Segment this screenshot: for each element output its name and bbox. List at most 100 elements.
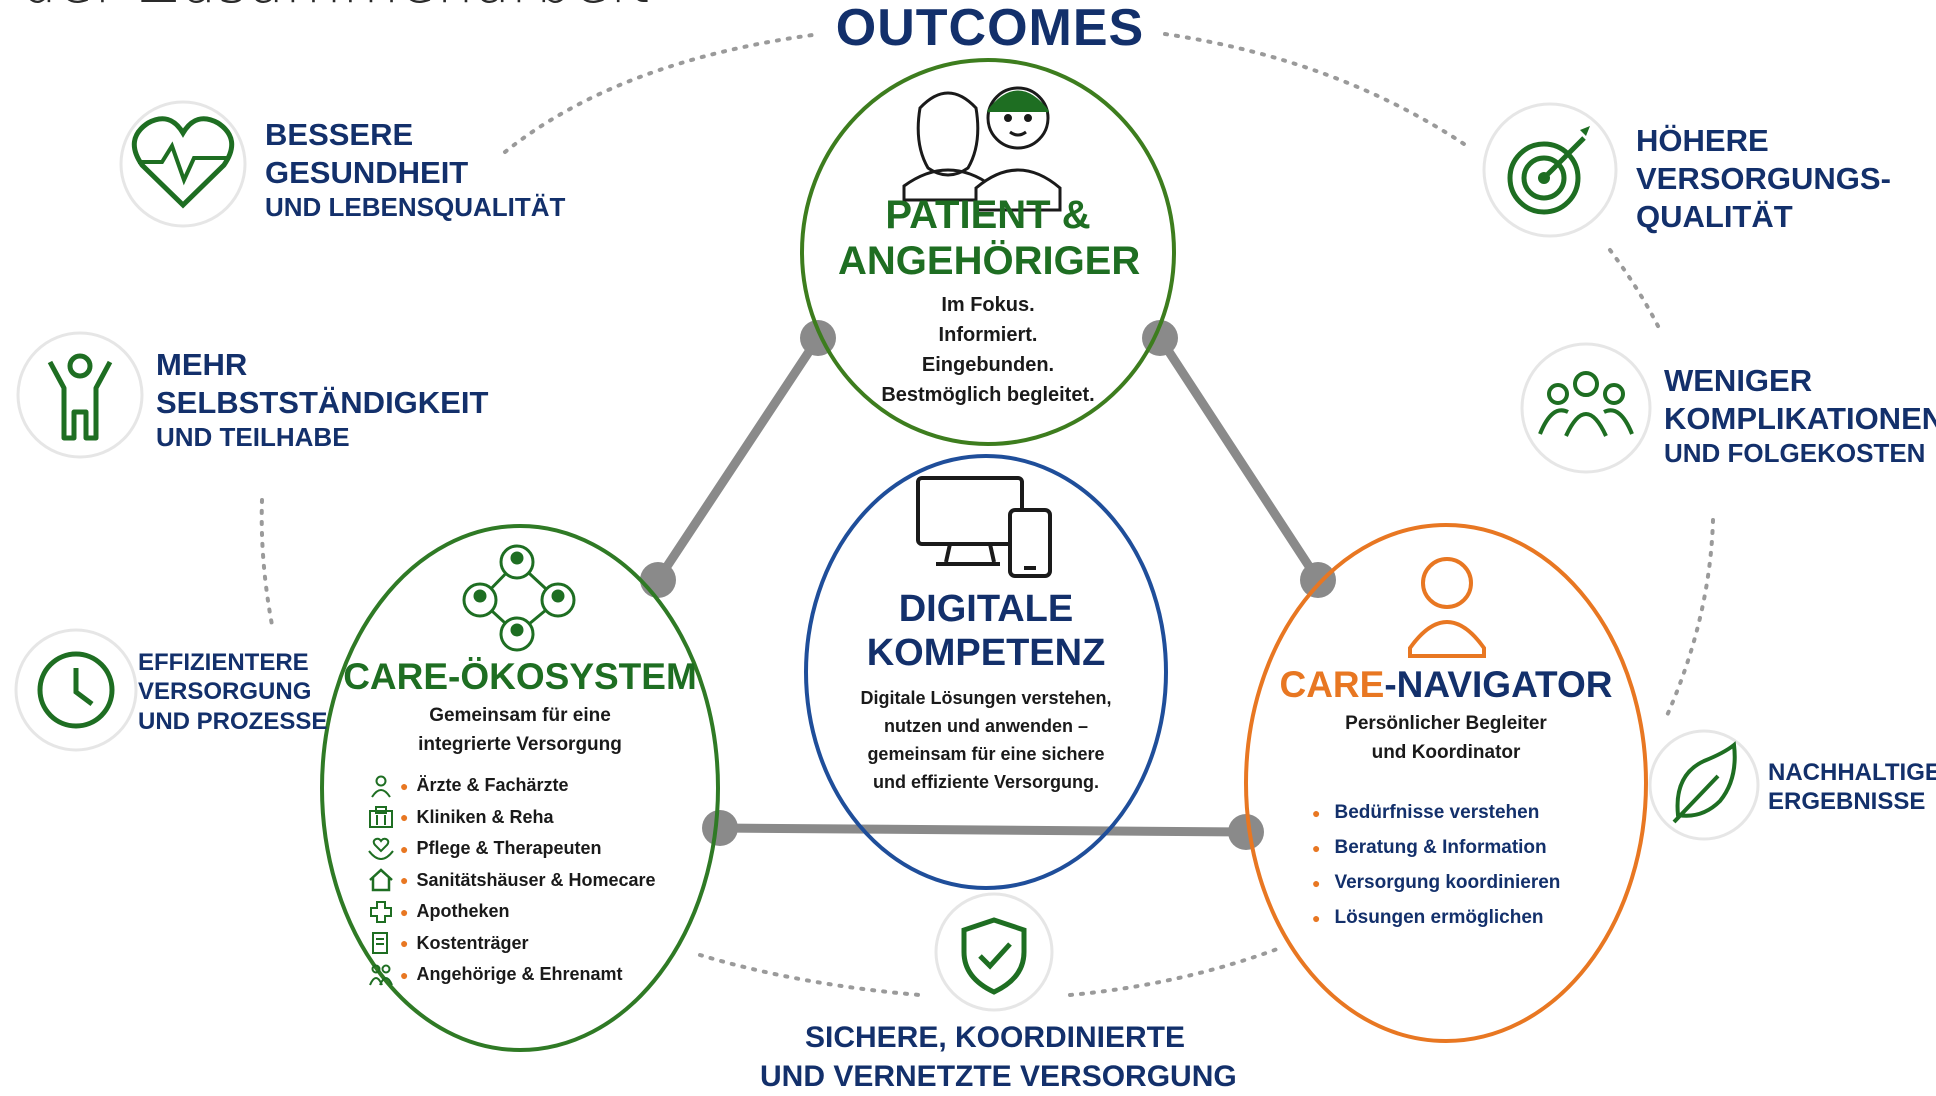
navigator-title: CARE-NAVIGATOR	[1266, 664, 1626, 706]
digital-block: DIGITALE KOMPETENZ Digitale Lösungen ver…	[836, 588, 1136, 797]
navigator-sub-line: Persönlicher Begleiter	[1345, 713, 1547, 734]
outcome-health-line3: UND LEBENSQUALITÄT	[265, 191, 566, 222]
bullet-dot: ●	[400, 966, 409, 983]
ecosystem-list: ● Ärzte & Fachärzte ● Kliniken & Reha ● …	[366, 770, 656, 991]
ecosystem-circle	[320, 524, 720, 1052]
family-icon	[366, 963, 396, 987]
list-item-label: Kliniken & Reha	[416, 806, 554, 827]
shield-check-icon	[934, 892, 1054, 1012]
ecosystem-sub-line: integrierte Versorgung	[418, 733, 622, 755]
list-item: ● Apotheken	[366, 896, 656, 928]
outcome-efficiency: EFFIZIENTERE VERSORGUNG UND PROZESSE	[138, 648, 327, 736]
hospital-icon	[366, 805, 396, 829]
list-item-label: Versorgung koordinieren	[1334, 871, 1561, 893]
list-item: ● Versorgung koordinieren	[1312, 865, 1560, 900]
list-item-label: Kostenträger	[416, 932, 529, 953]
list-item-label: Pflege & Therapeuten	[416, 838, 602, 859]
bullet-dot: ●	[1312, 839, 1321, 856]
bottom-label-line1: SICHERE, KOORDINIERTE	[804, 1021, 1186, 1054]
triangle-connectors	[653, 333, 1323, 837]
patient-subtext: Im Fokus. Informiert. Eingebunden. Bestm…	[838, 290, 1138, 410]
outcome-complications-line3: UND FOLGEKOSTEN	[1664, 437, 1926, 468]
navigator-block: CARE-NAVIGATOR Persönlicher Begleiter un…	[1266, 664, 1626, 767]
list-item: ● Kostenträger	[366, 928, 656, 960]
bullet-dot: ●	[1312, 909, 1321, 926]
bullet-dot: ●	[1312, 804, 1321, 821]
patient-people-icon	[902, 86, 1062, 212]
person-cheer-icon	[16, 331, 144, 459]
bullet-dot: ●	[400, 777, 409, 794]
outcome-complications-line2: KOMPLIKATIONEN	[1664, 400, 1936, 436]
page-title: der Zusammenarbeit	[20, 0, 651, 16]
list-item: ●Lösungen ermöglichen	[1312, 900, 1560, 935]
group-icon	[1520, 342, 1652, 474]
ecosystem-title: CARE-ÖKOSYSTEM	[343, 656, 697, 697]
home-icon	[366, 868, 396, 892]
outcome-quality-line3: QUALITÄT	[1636, 198, 1793, 234]
dotted-outcome-ring	[259, 32, 1715, 997]
bottom-label-line2: UND VERNETZTE VERSORGUNG	[760, 1060, 1237, 1093]
patient-line: Im Fokus.	[941, 294, 1035, 316]
list-item-label: Bedürfnisse verstehen	[1334, 801, 1540, 823]
outcome-quality-line1: HÖHERE	[1636, 123, 1769, 158]
outcome-efficiency-line2: VERSORGUNG	[138, 678, 312, 706]
outcome-independence-line1: MEHR	[156, 347, 248, 382]
digital-line: gemeinsam für eine sichere	[867, 744, 1105, 765]
clock-icon	[14, 628, 138, 752]
list-item: ● Pflege & Therapeuten	[366, 833, 656, 865]
bullet-dot: ●	[400, 903, 409, 920]
patient-line: Bestmöglich begleitet.	[881, 384, 1095, 406]
navigator-list: ● Bedürfnisse verstehen ● Beratung & Infor…	[1312, 795, 1560, 935]
patient-line: Eingebunden.	[921, 354, 1055, 376]
digital-title-line2: KOMPETENZ	[866, 631, 1106, 674]
ecosystem-sub-line: Gemeinsam für eine	[429, 705, 611, 726]
patient-line: Informiert.	[938, 324, 1038, 346]
navigator-sub-line: und Koordinator	[1371, 741, 1521, 763]
bullet-dot: ●	[400, 935, 409, 952]
ecosystem-subtext: Gemeinsam für eine integrierte Versorgun…	[340, 702, 700, 759]
outcome-health-line2: GESUNDHEIT	[265, 154, 469, 190]
list-item-label: Beratung & Information	[1334, 836, 1547, 858]
outcome-independence-line3: UND TEILHABE	[156, 421, 350, 452]
outcome-quality: HÖHERE VERSORGUNGS- QUALITÄT	[1636, 122, 1891, 235]
bottom-label: SICHERE, KOORDINIERTE UND VERNETZTE VERS…	[760, 1018, 1237, 1096]
digital-title-line1: DIGITALE	[898, 588, 1074, 630]
outcome-health-line1: BESSERE	[265, 117, 414, 152]
patient-circle	[800, 58, 1176, 446]
outcome-complications-line1: WENIGER	[1664, 363, 1813, 398]
outcome-sustainable-line1: NACHHALTIGE	[1768, 759, 1936, 786]
bullet-dot: ●	[400, 872, 409, 889]
list-item: ● Beratung & Information	[1312, 830, 1560, 865]
bullet-dot: ●	[1312, 874, 1321, 891]
list-item: ● Ärzte & Fachärzte	[366, 770, 656, 802]
outcome-independence: MEHR SELBSTSTÄNDIGKEIT UND TEILHABE	[156, 346, 488, 453]
person-outline-icon	[1408, 557, 1486, 658]
outcome-independence-line2: SELBSTSTÄNDIGKEIT	[156, 384, 489, 420]
care-hands-icon	[366, 837, 396, 861]
patient-block: PATIENT & ANGEHÖRIGER Im Fokus. Informie…	[838, 192, 1141, 410]
bullet-dot: ●	[400, 840, 409, 857]
patient-title-line1: PATIENT &	[885, 193, 1091, 237]
target-icon	[1482, 102, 1618, 238]
ecosystem-block: CARE-ÖKOSYSTEM Gemeinsam für eine integr…	[340, 656, 700, 759]
document-icon	[366, 931, 396, 955]
list-item-label: Apotheken	[416, 901, 510, 922]
outcome-efficiency-line3: UND PROZESSE	[138, 707, 328, 735]
digital-line: Digitale Lösungen verstehen,	[860, 688, 1112, 709]
outcome-sustainable-line2: ERGEBNISSE	[1768, 788, 1926, 816]
heart-pulse-icon	[119, 100, 247, 228]
outcome-complications: WENIGER KOMPLIKATIONEN UND FOLGEKOSTEN	[1664, 362, 1936, 469]
digital-subtext: Digitale Lösungen verstehen, nutzen und …	[836, 685, 1136, 797]
list-item-label: Ärzte & Fachärzte	[416, 775, 569, 796]
bullet-dot: ●	[400, 809, 409, 826]
digital-line: nutzen und anwenden –	[883, 716, 1088, 737]
list-item: ● Kliniken & Reha	[366, 802, 656, 834]
outcomes-title: OUTCOMES	[835, 0, 1145, 57]
navigator-circle	[1244, 523, 1648, 1043]
list-item: ● Bedürfnisse verstehen	[1312, 795, 1560, 830]
leaf-icon	[1648, 729, 1760, 841]
outcome-health: BESSERE GESUNDHEIT UND LEBENSQUALITÄT	[265, 116, 565, 223]
patient-title-line2: ANGEHÖRIGER	[838, 239, 1141, 283]
list-item: ● Sanitätshäuser & Homecare	[366, 865, 656, 897]
outcome-efficiency-line1: EFFIZIENTERE	[138, 649, 309, 676]
